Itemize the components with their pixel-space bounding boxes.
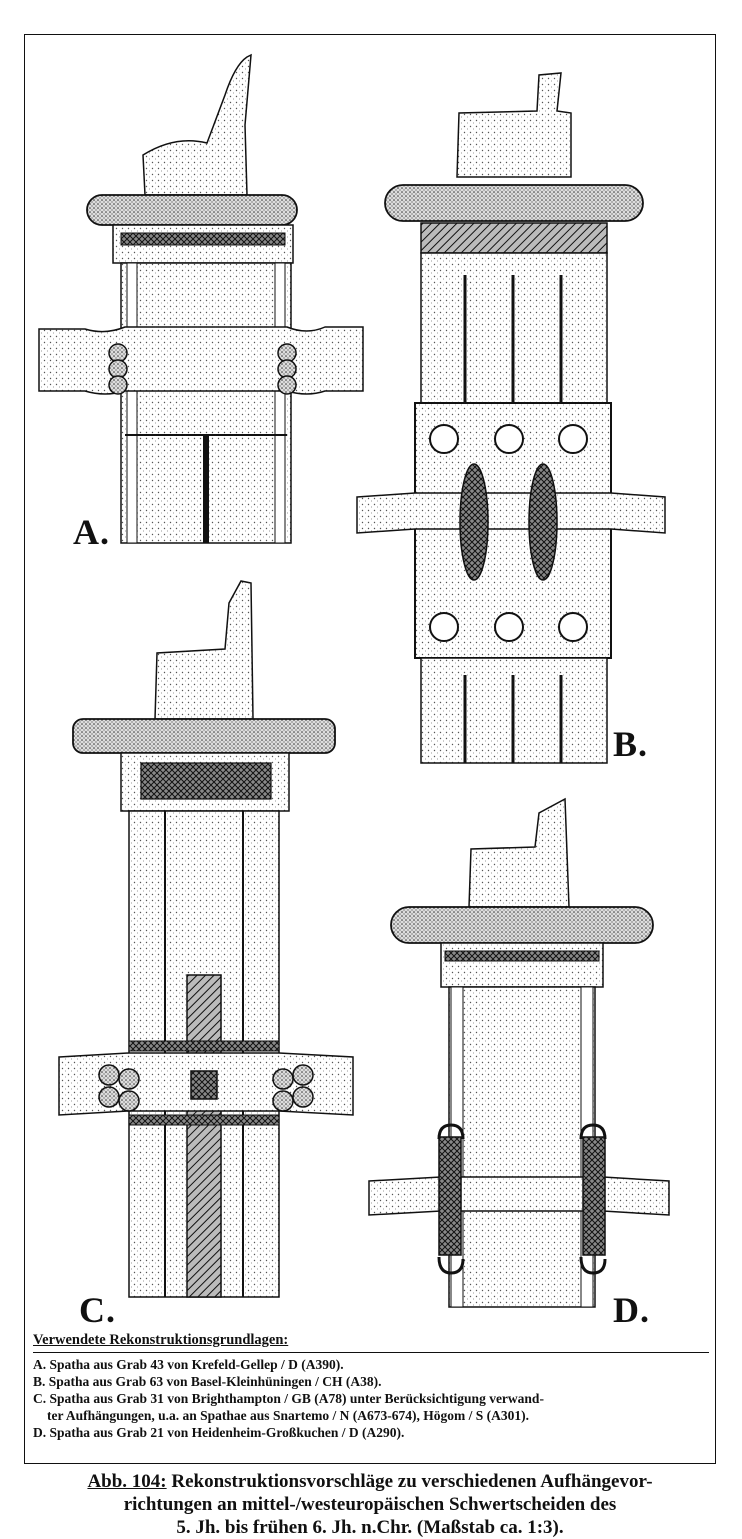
- reconstruction-sources: Verwendete Rekonstruktionsgrundlagen: A.…: [33, 1332, 709, 1441]
- caption-line-1-text: Rekonstruktionsvorschläge zu verschieden…: [166, 1471, 653, 1492]
- sword-a: [38, 53, 364, 544]
- sword-c: [58, 580, 354, 1298]
- sword-d: [368, 797, 670, 1308]
- figure-frame: A. B. C. D. Verwendete Rekonstruktionsgr…: [24, 34, 716, 1464]
- sources-divider: [33, 1352, 709, 1353]
- figure-caption: Abb. 104: Rekonstruktionsvorschläge zu v…: [24, 1470, 716, 1539]
- source-line-c: C. Spatha aus Grab 31 von Brighthampton …: [33, 1391, 544, 1406]
- plate-label-d: D.: [613, 1290, 650, 1330]
- plate-label-b: B.: [613, 724, 649, 764]
- source-line-b: B. Spatha aus Grab 63 von Basel-Kleinhün…: [33, 1374, 382, 1389]
- caption-label: Abb. 104:: [87, 1471, 167, 1492]
- sword-b: [356, 72, 666, 764]
- source-line-a: A. Spatha aus Grab 43 von Krefeld-Gellep…: [33, 1357, 344, 1372]
- plate-label-a: A.: [73, 512, 110, 552]
- sources-heading: Verwendete Rekonstruktionsgrundlagen:: [33, 1332, 289, 1348]
- source-line-d: D. Spatha aus Grab 21 von Heidenheim-Gro…: [33, 1425, 405, 1440]
- caption-line-1: Abb. 104: Rekonstruktionsvorschläge zu v…: [24, 1470, 716, 1493]
- source-line-c-continued: ter Aufhängungen, u.a. an Spathae aus Sn…: [47, 1408, 530, 1423]
- plate-label-c: C.: [79, 1290, 116, 1330]
- caption-line-2: richtungen an mittel-/westeuropäischen S…: [123, 1494, 617, 1515]
- sword-illustrations: [38, 53, 670, 1308]
- caption-line-3: 5. Jh. bis frühen 6. Jh. n.Chr. (Maßstab…: [176, 1517, 564, 1538]
